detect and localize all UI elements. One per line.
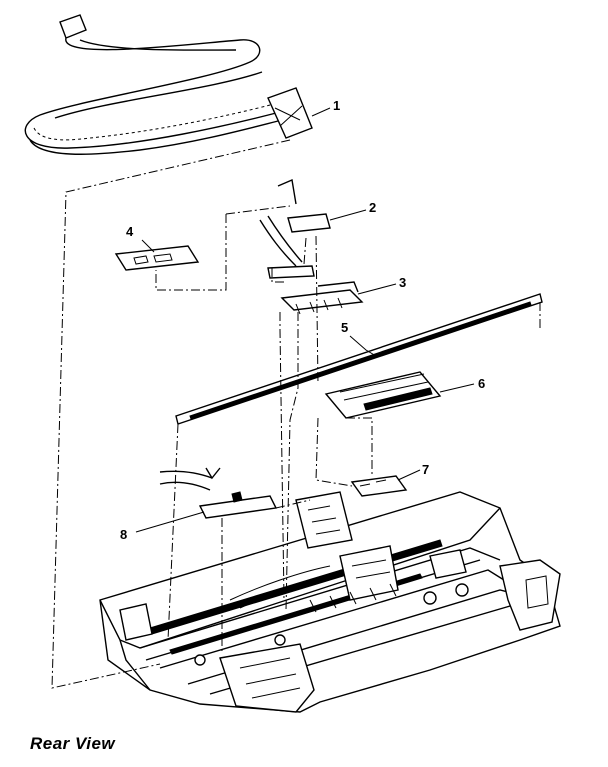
part-6-cover [324,371,442,419]
assembly-guide-lines [51,139,541,689]
callout-1: 1 [333,98,340,113]
callout-8: 8 [120,527,127,542]
part-3-bracket [280,281,364,315]
part-2-sensor [259,179,331,279]
leader-lines [135,107,475,533]
callout-labels: 1 2 3 4 5 6 7 8 [120,98,485,542]
callout-6: 6 [478,376,485,391]
callout-7: 7 [422,462,429,477]
part-7-mount [350,475,408,497]
callout-2: 2 [369,200,376,215]
part-1-ribbon-cable [24,14,313,155]
part-5-rail [175,293,543,425]
part-4-plate [114,245,200,271]
view-caption: Rear View [30,734,116,753]
part-8-board [159,467,278,519]
callout-4: 4 [126,224,134,239]
callout-5: 5 [341,320,348,335]
chassis-assembly [99,491,561,713]
callout-3: 3 [399,275,406,290]
